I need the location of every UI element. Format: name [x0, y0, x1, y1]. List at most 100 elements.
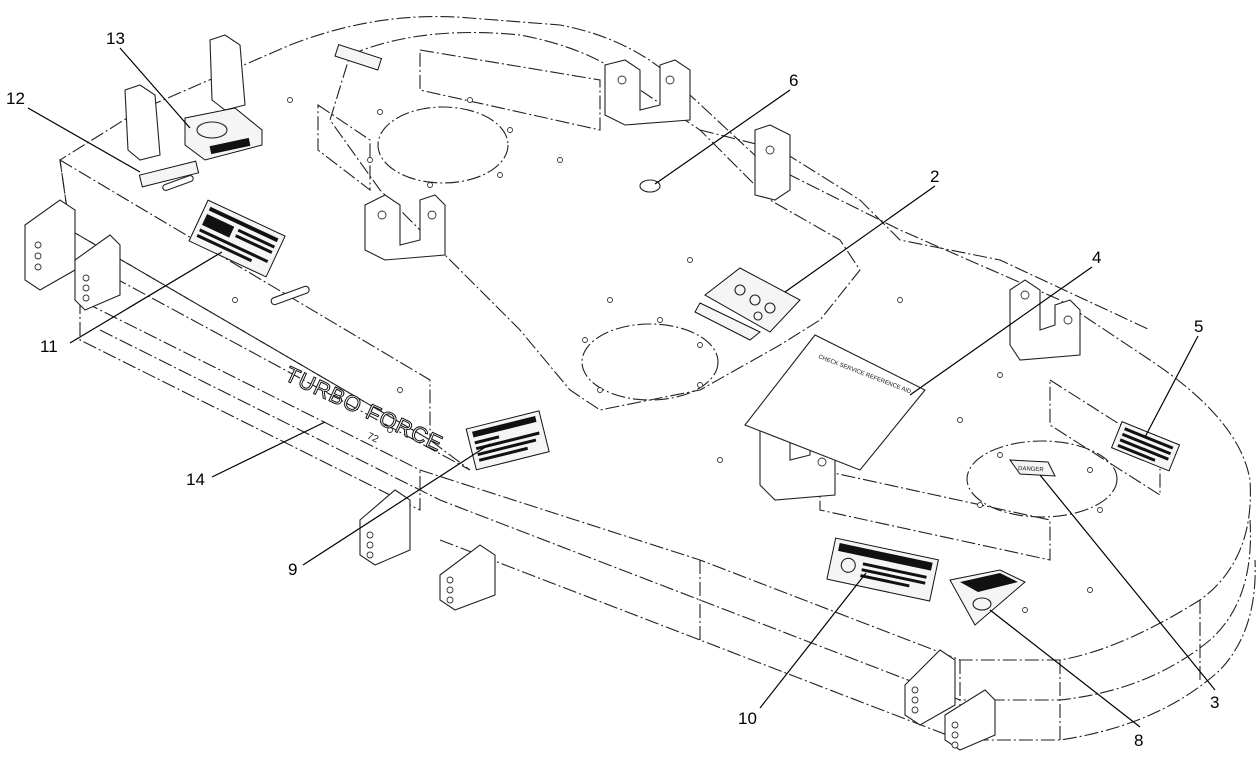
blade-opening-center — [581, 323, 719, 401]
hole — [697, 382, 703, 388]
mounting-holes — [232, 97, 1103, 613]
decal-6 — [639, 179, 661, 193]
leader-lines — [27, 47, 1216, 728]
bracket-upright-1 — [124, 84, 161, 161]
deck-top-plate — [329, 32, 861, 411]
leader-12 — [27, 107, 141, 173]
decal-danger-top — [334, 44, 383, 71]
hitch-plate-5 — [904, 649, 956, 726]
bracket-right — [1009, 279, 1081, 361]
brand-size: 72 — [365, 431, 380, 446]
mounting-brackets — [24, 34, 1081, 751]
callout-2: 2 — [930, 167, 939, 186]
hole — [657, 317, 663, 323]
deck-skirt-bottom — [439, 539, 1256, 741]
callout-numbers: 13 12 6 2 4 11 5 14 9 10 3 8 — [6, 29, 1219, 750]
leader-4 — [909, 266, 1093, 396]
hole — [717, 457, 723, 463]
bracket-hole — [765, 145, 775, 155]
leader-11 — [69, 251, 223, 344]
decal-10 — [826, 537, 939, 602]
leader-14 — [211, 421, 326, 478]
hole — [997, 372, 1003, 378]
blade-opening-right — [966, 440, 1118, 518]
deck-front-skirt-lower — [99, 329, 1252, 701]
bracket-rear-right — [754, 124, 791, 201]
deck-outline — [59, 15, 1251, 661]
hole — [377, 109, 383, 115]
slot — [162, 175, 194, 191]
decal-13-label-bg — [209, 137, 251, 155]
bracket-hole — [617, 75, 627, 85]
callout-14: 14 — [186, 470, 205, 489]
bracket-hole — [427, 210, 437, 220]
hitch-plate-2 — [74, 234, 121, 311]
bracket-upright-2 — [209, 34, 246, 111]
hole — [997, 452, 1003, 458]
leader-8 — [989, 609, 1141, 728]
callout-5: 5 — [1194, 317, 1203, 336]
hole — [1022, 607, 1028, 613]
blade-openings — [377, 106, 1118, 518]
callout-8: 8 — [1134, 731, 1143, 750]
hole — [977, 502, 983, 508]
bracket-top-center — [604, 59, 691, 126]
hole — [1097, 507, 1103, 513]
callout-12: 12 — [6, 89, 25, 108]
callout-6: 6 — [789, 71, 798, 90]
blade-opening-left — [377, 106, 509, 184]
hole — [387, 427, 393, 433]
decal-3: DANGER — [1008, 459, 1056, 477]
hole — [697, 342, 703, 348]
decal-2 — [694, 267, 801, 341]
hole — [557, 157, 563, 163]
hole — [467, 97, 473, 103]
decal-12 — [138, 160, 200, 188]
bracket-hole — [1063, 315, 1073, 325]
leader-2 — [784, 185, 936, 293]
hole — [597, 387, 603, 393]
hitch-plate-3 — [359, 489, 411, 566]
decal-13-circle — [196, 121, 228, 139]
hole — [607, 297, 613, 303]
slot — [270, 285, 310, 306]
hitch-plate-6 — [944, 689, 996, 751]
hole — [427, 182, 433, 188]
bracket-hole — [817, 457, 827, 467]
hole — [957, 417, 963, 423]
hitch-plate-4 — [439, 544, 496, 611]
front-rail-lower — [69, 229, 471, 471]
hole — [897, 297, 903, 303]
callout-10: 10 — [738, 709, 757, 728]
hole — [287, 97, 293, 103]
hole — [232, 297, 238, 303]
decal-3-text: DANGER — [1018, 466, 1045, 473]
leader-13 — [119, 47, 191, 129]
hole — [687, 257, 693, 263]
callout-3: 3 — [1210, 693, 1219, 712]
hole — [507, 127, 513, 133]
leader-5 — [1144, 335, 1199, 438]
callout-9: 9 — [288, 560, 297, 579]
baffle-right — [1049, 378, 1161, 497]
hitch-plate-1 — [24, 199, 76, 291]
callout-4: 4 — [1092, 248, 1101, 267]
hole — [1087, 467, 1093, 473]
callout-11: 11 — [40, 337, 58, 356]
bracket-hole — [665, 75, 675, 85]
decal-9 — [465, 410, 550, 471]
hole — [582, 337, 588, 343]
bracket-hole — [377, 210, 387, 220]
decal-11 — [188, 199, 286, 278]
baffle-left — [317, 103, 371, 192]
baffle-top — [419, 49, 601, 131]
bracket-left-upper — [364, 194, 446, 261]
leader-6 — [654, 89, 791, 185]
decal-14: TURBO FORCE 72 — [281, 361, 448, 457]
leader-9 — [302, 443, 491, 566]
hole — [367, 157, 373, 163]
hole — [497, 172, 503, 178]
decal-13 — [184, 107, 263, 161]
leader-10 — [759, 572, 867, 709]
